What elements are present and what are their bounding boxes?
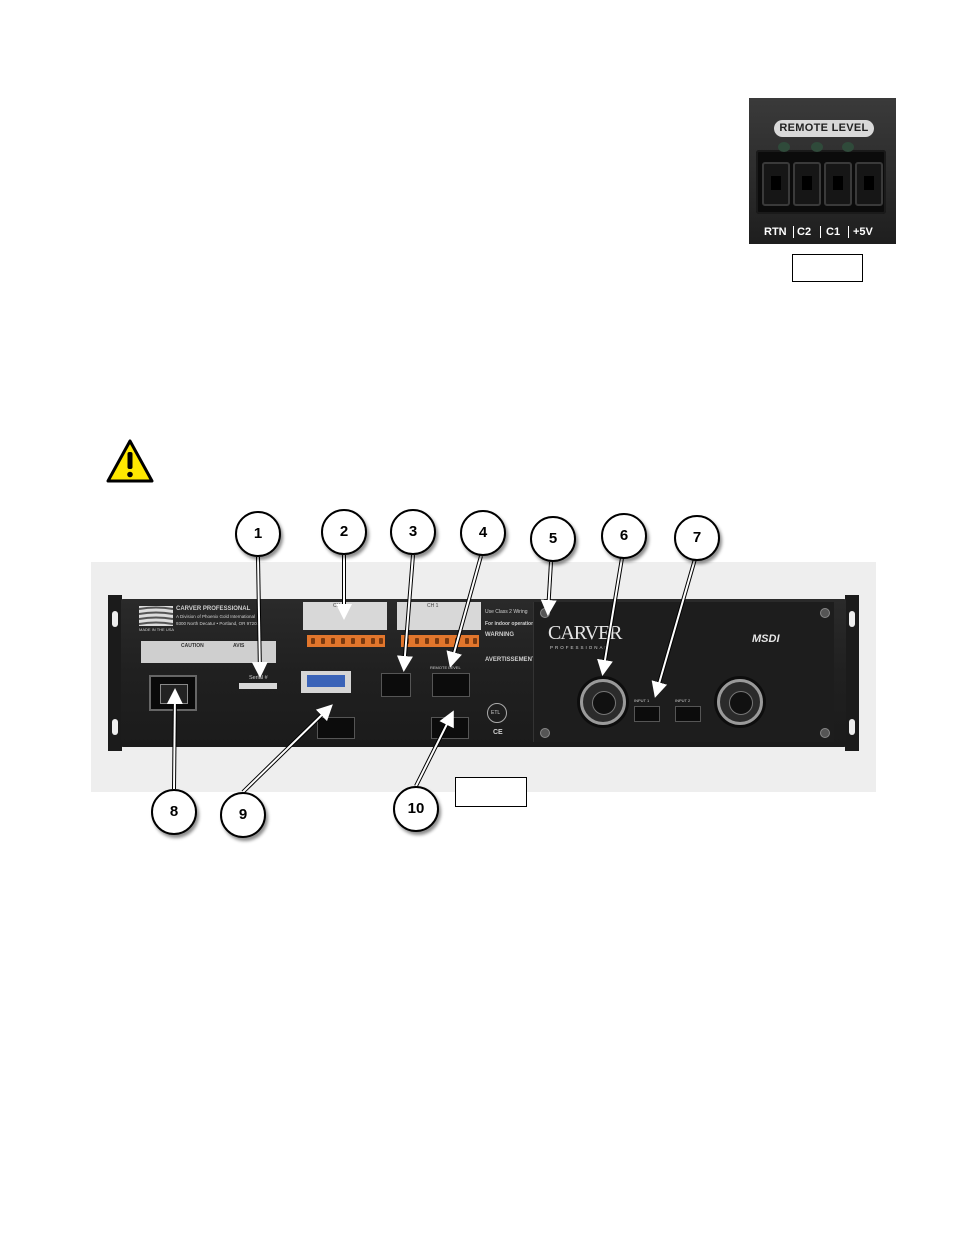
rack-ear-left <box>108 595 122 751</box>
remote-level-connector-photo: REMOTE LEVEL RTN C2 C1 +5V <box>749 98 896 244</box>
pin-screw <box>811 142 823 152</box>
callout-1: 1 <box>235 511 281 557</box>
xlr-input-1 <box>580 679 626 725</box>
avis-text: AVIS <box>233 643 245 649</box>
pin-divider <box>820 226 821 238</box>
pin-socket <box>762 162 790 206</box>
caution-text: CAUTION <box>181 643 204 649</box>
pin-label-c2: C2 <box>797 226 812 238</box>
carver-logo-sub: PROFESSIONAL <box>550 645 610 650</box>
made-in-text: MADE IN THE USA <box>139 627 175 632</box>
remote-level-plug <box>756 142 886 214</box>
indoor-text: For indoor operation. <box>485 621 536 627</box>
input-2-terminal <box>675 706 701 722</box>
callout-3: 3 <box>390 509 436 555</box>
rack-ear-right <box>845 595 859 751</box>
xlr-input-2 <box>717 679 763 725</box>
remote-level-small-label: REMOTE LEVEL <box>430 665 461 670</box>
carver-logo: CARVER <box>548 622 623 644</box>
address-text: 9300 North Decatur • Portland, OR 97203 <box>176 621 260 626</box>
remote-on-connector <box>381 673 411 697</box>
input-1-label: INPUT 1 <box>634 698 650 703</box>
caution-plate: CAUTION AVIS <box>141 641 276 663</box>
remote-level-label: REMOTE LEVEL <box>774 120 874 137</box>
pin-label-5v: +5V <box>853 226 873 238</box>
callout-2: 2 <box>321 509 367 555</box>
output-connector-ch2 <box>317 717 355 739</box>
brand-sub-text: A Division of Phoenix Gold International <box>176 614 256 619</box>
callout-10: 10 <box>393 786 439 832</box>
class2-text: Use Class 2 Wiring <box>485 609 528 615</box>
brand-plate-text: CARVER PROFESSIONAL <box>176 606 251 612</box>
caution-warning-icon <box>106 439 154 483</box>
amplifier-chassis: MADE IN THE USA CARVER PROFESSIONAL A Di… <box>121 599 846 747</box>
callout-6: 6 <box>601 513 647 559</box>
pin-socket <box>824 162 852 206</box>
callout-5: 5 <box>530 516 576 562</box>
figure-caption-box <box>792 254 863 282</box>
serial-sticker <box>239 683 277 689</box>
input-2-label: INPUT 2 <box>675 698 691 703</box>
figure-caption-box <box>455 777 527 807</box>
pin-divider <box>848 226 849 238</box>
usa-flag-icon <box>139 606 173 626</box>
model-label: MSDI <box>752 633 780 645</box>
pin-label-rtn: RTN <box>764 226 787 238</box>
rear-panel-photo: MADE IN THE USA CARVER PROFESSIONAL A Di… <box>91 562 876 792</box>
input-module: CARVER PROFESSIONAL MSDI INPUT 1 INPUT 2 <box>533 602 834 742</box>
dip-switch-block <box>301 671 351 693</box>
pin-label-c1: C1 <box>826 226 841 238</box>
serial-text: Serial # <box>249 675 268 681</box>
callout-9: 9 <box>220 792 266 838</box>
avertissement-text: AVERTISSEMENT <box>485 657 536 663</box>
etl-mark: ETL <box>487 703 507 723</box>
callout-8: 8 <box>151 789 197 835</box>
ce-mark: CE <box>493 729 503 736</box>
input-1-terminal <box>634 706 660 722</box>
warning-text: WARNING <box>485 632 514 638</box>
callout-4: 4 <box>460 510 506 556</box>
pin-screw <box>842 142 854 152</box>
remote-level-connector <box>432 673 470 697</box>
pin-socket <box>793 162 821 206</box>
callout-7: 7 <box>674 515 720 561</box>
ch2-terminal-strip <box>307 635 385 647</box>
pin-socket <box>855 162 883 206</box>
ch1-label: CH 1 <box>427 603 439 609</box>
pin-screw <box>778 142 790 152</box>
pin-divider <box>793 226 794 238</box>
